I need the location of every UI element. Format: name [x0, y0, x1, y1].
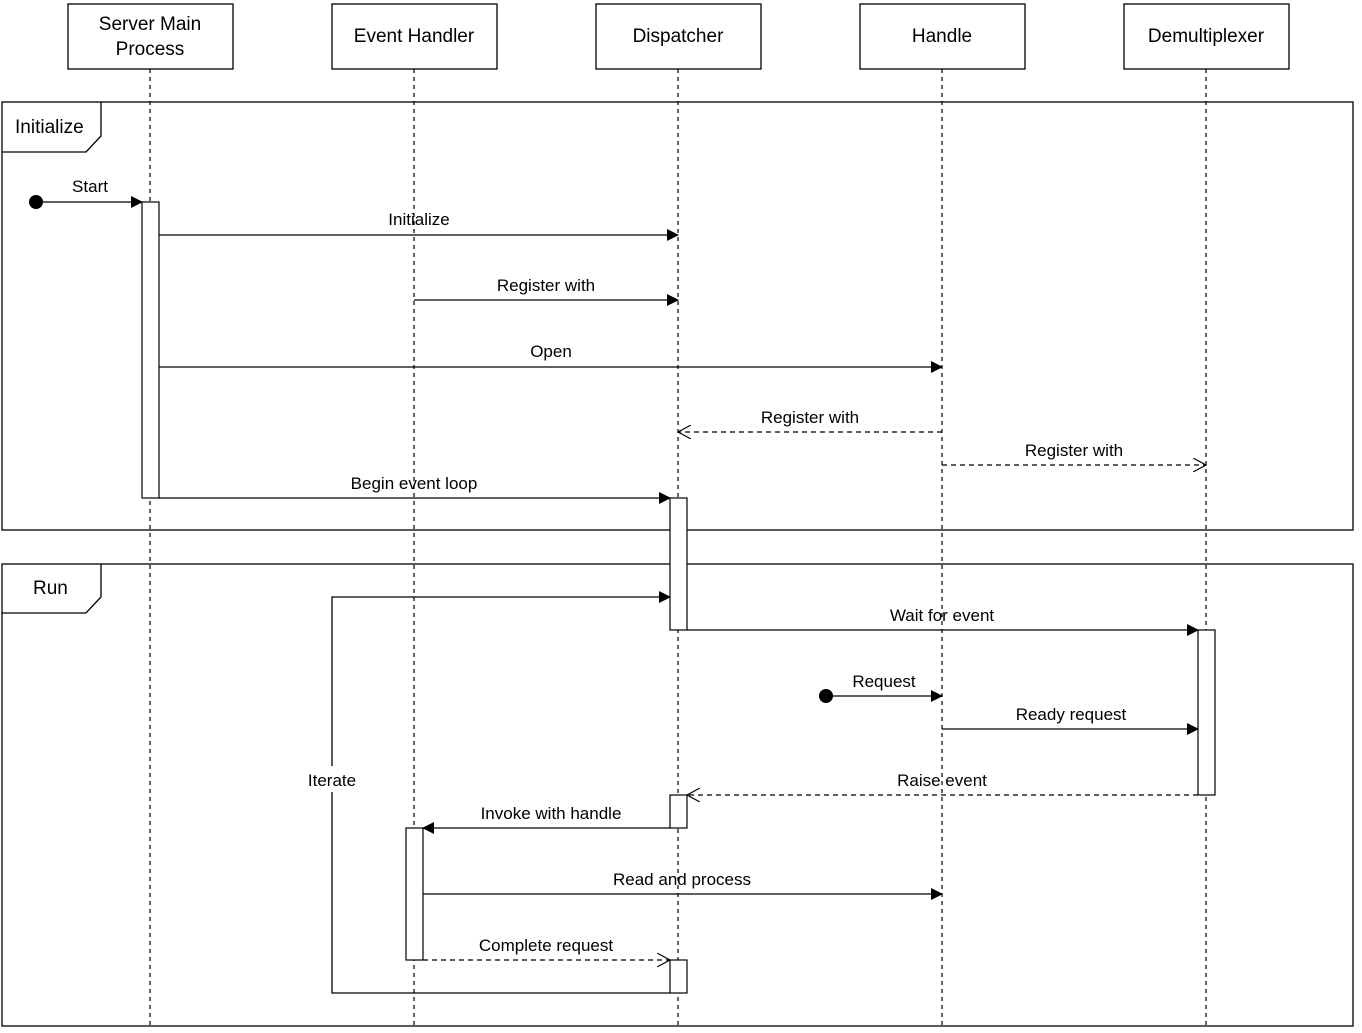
- activation-event-handler: [405, 827, 424, 961]
- message-ready-request-label: Ready request: [1016, 705, 1127, 724]
- activation-dispatcher-complete: [669, 959, 688, 994]
- message-open-label: Open: [530, 342, 572, 361]
- message-wait-for-event-label: Wait for event: [890, 606, 995, 625]
- frame-run-label: Run: [33, 578, 68, 599]
- message-begin-event-loop: Begin event loop: [159, 474, 671, 504]
- message-register-handle: Register with: [678, 408, 942, 432]
- lifeline-event-handler: Event Handler: [331, 3, 498, 1026]
- message-invoke-with-handle-label: Invoke with handle: [481, 804, 622, 823]
- participant-handle: Handle: [912, 26, 972, 47]
- message-read-and-process: Read and process: [423, 870, 943, 900]
- activation-dispatcher-loop: [669, 497, 688, 631]
- message-register-event-handler-label: Register with: [497, 276, 595, 295]
- message-wait-for-event: Wait for event: [687, 606, 1199, 636]
- message-raise-event-label: Raise event: [897, 771, 987, 790]
- message-ready-request: Ready request: [942, 705, 1199, 735]
- message-register-handle-label: Register with: [761, 408, 859, 427]
- message-request: Request: [819, 672, 943, 703]
- message-iterate-label: Iterate: [308, 771, 356, 790]
- message-invoke-with-handle: Invoke with handle: [422, 804, 670, 834]
- lifeline-handle: Handle: [859, 3, 1026, 1026]
- participant-dispatcher: Dispatcher: [633, 26, 724, 47]
- message-complete-request: Complete request: [423, 936, 670, 960]
- activation-demultiplexer: [1197, 629, 1216, 796]
- activation-server: [141, 201, 160, 499]
- message-raise-event: Raise event: [687, 771, 1198, 795]
- frame-initialize-label: Initialize: [15, 117, 84, 138]
- message-initialize: Initialize: [159, 210, 679, 241]
- lifeline-dispatcher: Dispatcher: [595, 3, 762, 1026]
- message-start: Start: [29, 177, 143, 209]
- participant-event-handler: Event Handler: [354, 26, 475, 47]
- message-register-event-handler: Register with: [414, 276, 679, 306]
- message-read-and-process-label: Read and process: [613, 870, 751, 889]
- message-complete-request-label: Complete request: [479, 936, 613, 955]
- message-open: Open: [159, 342, 943, 373]
- activation-dispatcher-raise: [669, 794, 688, 829]
- message-register-demultiplexer: Register with: [942, 441, 1206, 465]
- participant-server-line1: Server Main: [99, 14, 201, 35]
- lifeline-server-main-process: Server Main Process: [67, 3, 234, 1026]
- message-initialize-label: Initialize: [388, 210, 449, 229]
- message-request-label: Request: [852, 672, 916, 691]
- participant-demultiplexer: Demultiplexer: [1148, 26, 1265, 47]
- lifeline-demultiplexer: Demultiplexer: [1123, 3, 1290, 1026]
- message-register-demultiplexer-label: Register with: [1025, 441, 1123, 460]
- message-begin-event-loop-label: Begin event loop: [351, 474, 478, 493]
- participant-server-line2: Process: [116, 39, 185, 60]
- message-start-label: Start: [72, 177, 108, 196]
- message-iterate: Iterate: [298, 591, 671, 994]
